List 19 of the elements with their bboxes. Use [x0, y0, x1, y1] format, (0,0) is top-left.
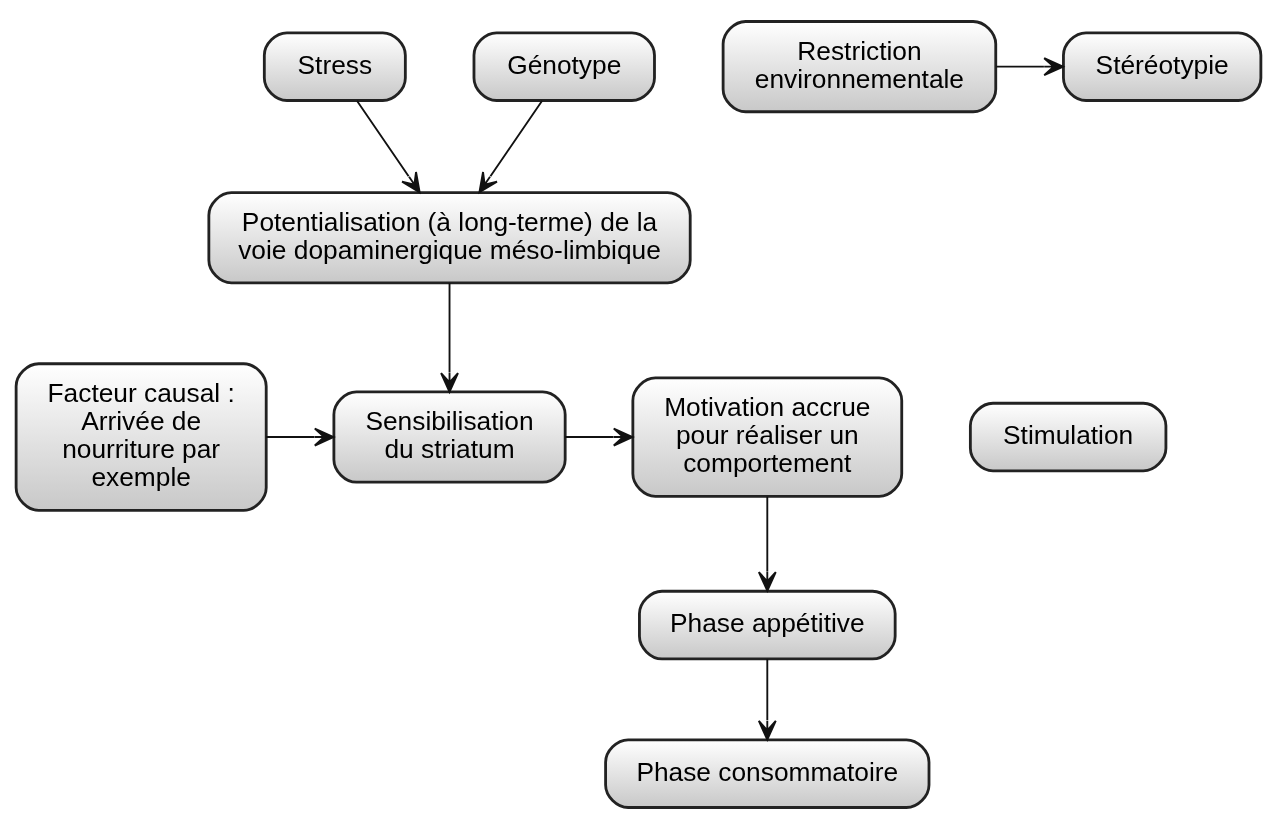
arrow [564, 427, 634, 446]
node-box: Sensibilisation du striatum [332, 390, 567, 484]
node-box: Génotype [472, 30, 656, 102]
node-box: Restriction environnementale [721, 19, 998, 113]
arrow [440, 281, 459, 393]
node-box: Potentialisation (à long-terme) de la voie dopaminergique méso-limbique [207, 190, 692, 284]
node-box: Facteur causal : Arrivée de nourriture par exemple [14, 361, 268, 512]
arrow [995, 56, 1064, 76]
arrow [757, 657, 777, 741]
node-box: Phase appétitive [638, 589, 897, 660]
arrow [265, 427, 335, 446]
node-box: Stress [262, 30, 407, 102]
arrow [478, 99, 544, 193]
arrow [757, 495, 777, 592]
node-box: Stimulation [968, 401, 1168, 472]
node-box: Stéréotypie [1062, 30, 1263, 102]
node-box: Phase consommatoire [604, 737, 931, 809]
node-box: Motivation accrue pour réaliser un comportement [631, 375, 904, 498]
arrow [356, 99, 421, 193]
